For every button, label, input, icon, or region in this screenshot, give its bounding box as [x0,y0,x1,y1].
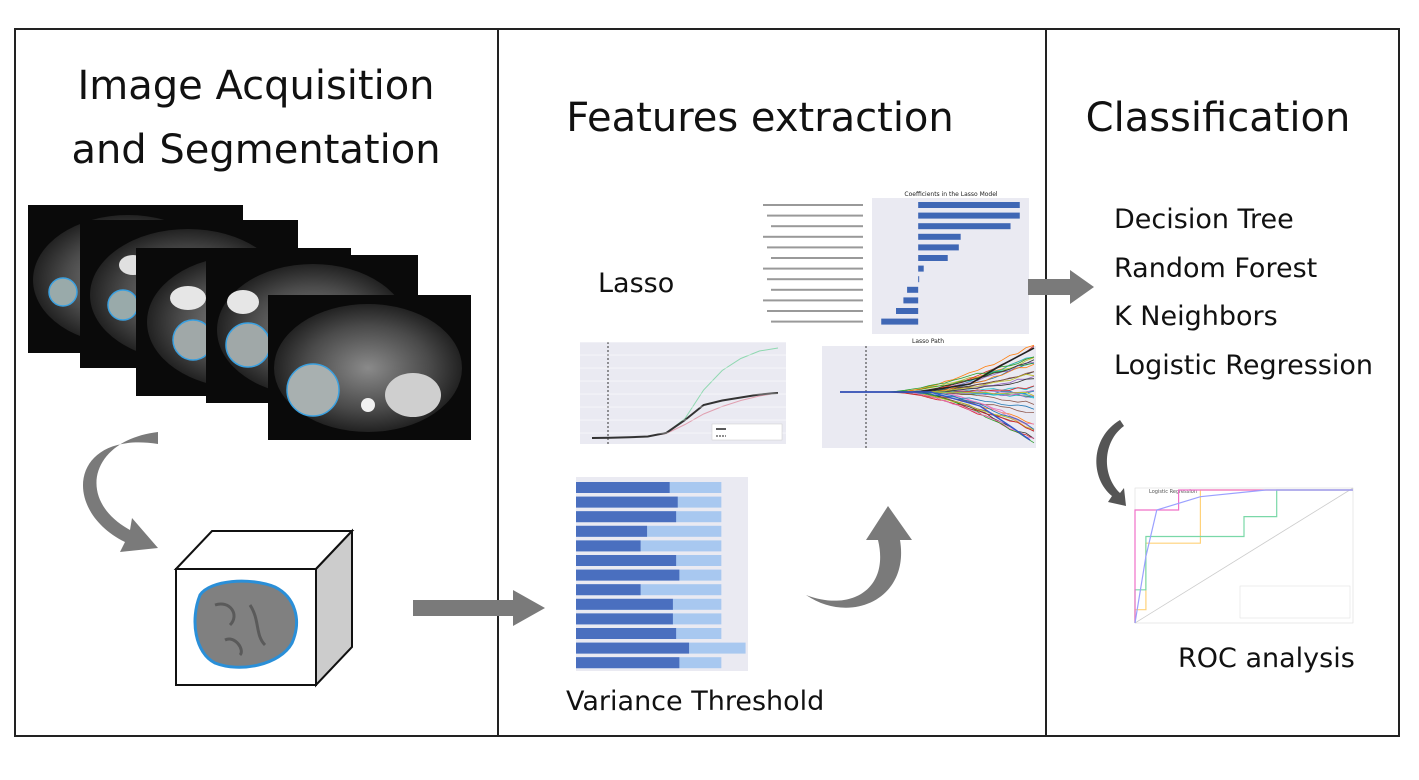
mri-slice-5 [268,295,471,440]
variance-threshold-label: Variance Threshold [566,686,825,717]
variance-bar-dark [576,642,690,654]
variance-bar-dark [576,511,677,523]
curved-arrow-to-volume [82,432,158,552]
coef-feature-tick [767,214,863,217]
coef-bar [896,308,919,314]
coef-bar [903,297,919,304]
roc-series-line [1134,489,1353,623]
roc-legend [1239,585,1351,619]
coef-feature-tick [767,278,863,281]
roc-diagonal [1134,487,1354,624]
coef-bar [918,265,924,272]
mri-slice-stack [28,205,471,440]
lasso-path-chart: Lasso Path [822,338,1036,448]
coef-feature-tick [771,257,863,259]
variance-threshold-chart [576,477,748,671]
method-logistic-regression: Logistic Regression [1114,350,1373,381]
method-random-forest: Random Forest [1114,253,1318,284]
coef-bar [918,202,1020,208]
coef-feature-tick [763,204,863,206]
variance-bar-dark [576,598,673,610]
coef-feature-tick [763,267,863,270]
roc-curve-chart: Logistic Regression [1134,487,1354,624]
variance-bar-dark [576,569,680,581]
variance-bar-dark [576,482,670,493]
panel-divider-2 [1045,28,1047,737]
arrow-to-classification [1028,270,1094,304]
lasso-path-line [840,391,1031,441]
coef-feature-tick [771,288,863,291]
lasso-cv-chart [580,341,786,444]
coef-bar [918,244,959,251]
cv-legend [711,423,783,441]
arrow-to-features [413,590,545,626]
coef-bar [918,233,961,240]
acquisition-title-line2: and Segmentation [71,127,441,173]
coef-bar [881,318,919,325]
variance-bar-dark [576,555,677,566]
roc-series-line [1134,489,1353,624]
panel-divider-1 [497,28,499,737]
variance-bar-dark [576,525,648,537]
diagram-frame [14,28,1400,737]
variance-bar-dark [576,496,678,508]
coef-bar [918,223,1011,230]
method-decision-tree: Decision Tree [1114,204,1294,235]
classification-title: Classification [1085,95,1351,141]
lasso-path-title: Lasso Path [912,338,944,345]
variance-bar-dark [576,613,673,625]
coef-feature-tick [771,320,863,323]
variance-bar-dark [576,628,677,639]
coef-feature-tick [767,310,863,312]
coef-chart-title: Coefficients in the Lasso Model [904,191,998,198]
variance-bar-dark [576,540,641,552]
roc-series-line [1134,489,1353,623]
acquisition-title-line1: Image Acquisition [77,63,435,109]
method-k-neighbors: K Neighbors [1114,301,1278,332]
roc-analysis-label: ROC analysis [1178,643,1355,674]
coef-bar [918,212,1020,219]
variance-bar-light [576,540,722,552]
variance-bar-light [576,584,722,596]
variance-bar-dark [576,584,641,596]
segmented-tumor [193,579,298,669]
coef-bar [918,276,920,283]
coef-feature-tick [767,246,863,249]
curved-arrow-loop [806,506,912,608]
coef-feature-tick [771,225,863,228]
coef-bar [918,255,948,261]
variance-bar-light [576,525,722,537]
features-title: Features extraction [566,95,954,141]
curved-arrow-to-roc [1096,420,1126,506]
coef-bar [907,286,919,293]
lasso-coefficients-chart: Coefficients in the Lasso Model [763,191,1029,334]
variance-bar-dark [576,657,680,669]
roc-chart-title: Logistic Regression [1149,489,1197,495]
tumor-volume-cube [173,528,355,688]
coef-feature-tick [763,299,863,302]
coef-feature-tick [763,235,863,238]
lasso-label: Lasso [598,268,675,299]
